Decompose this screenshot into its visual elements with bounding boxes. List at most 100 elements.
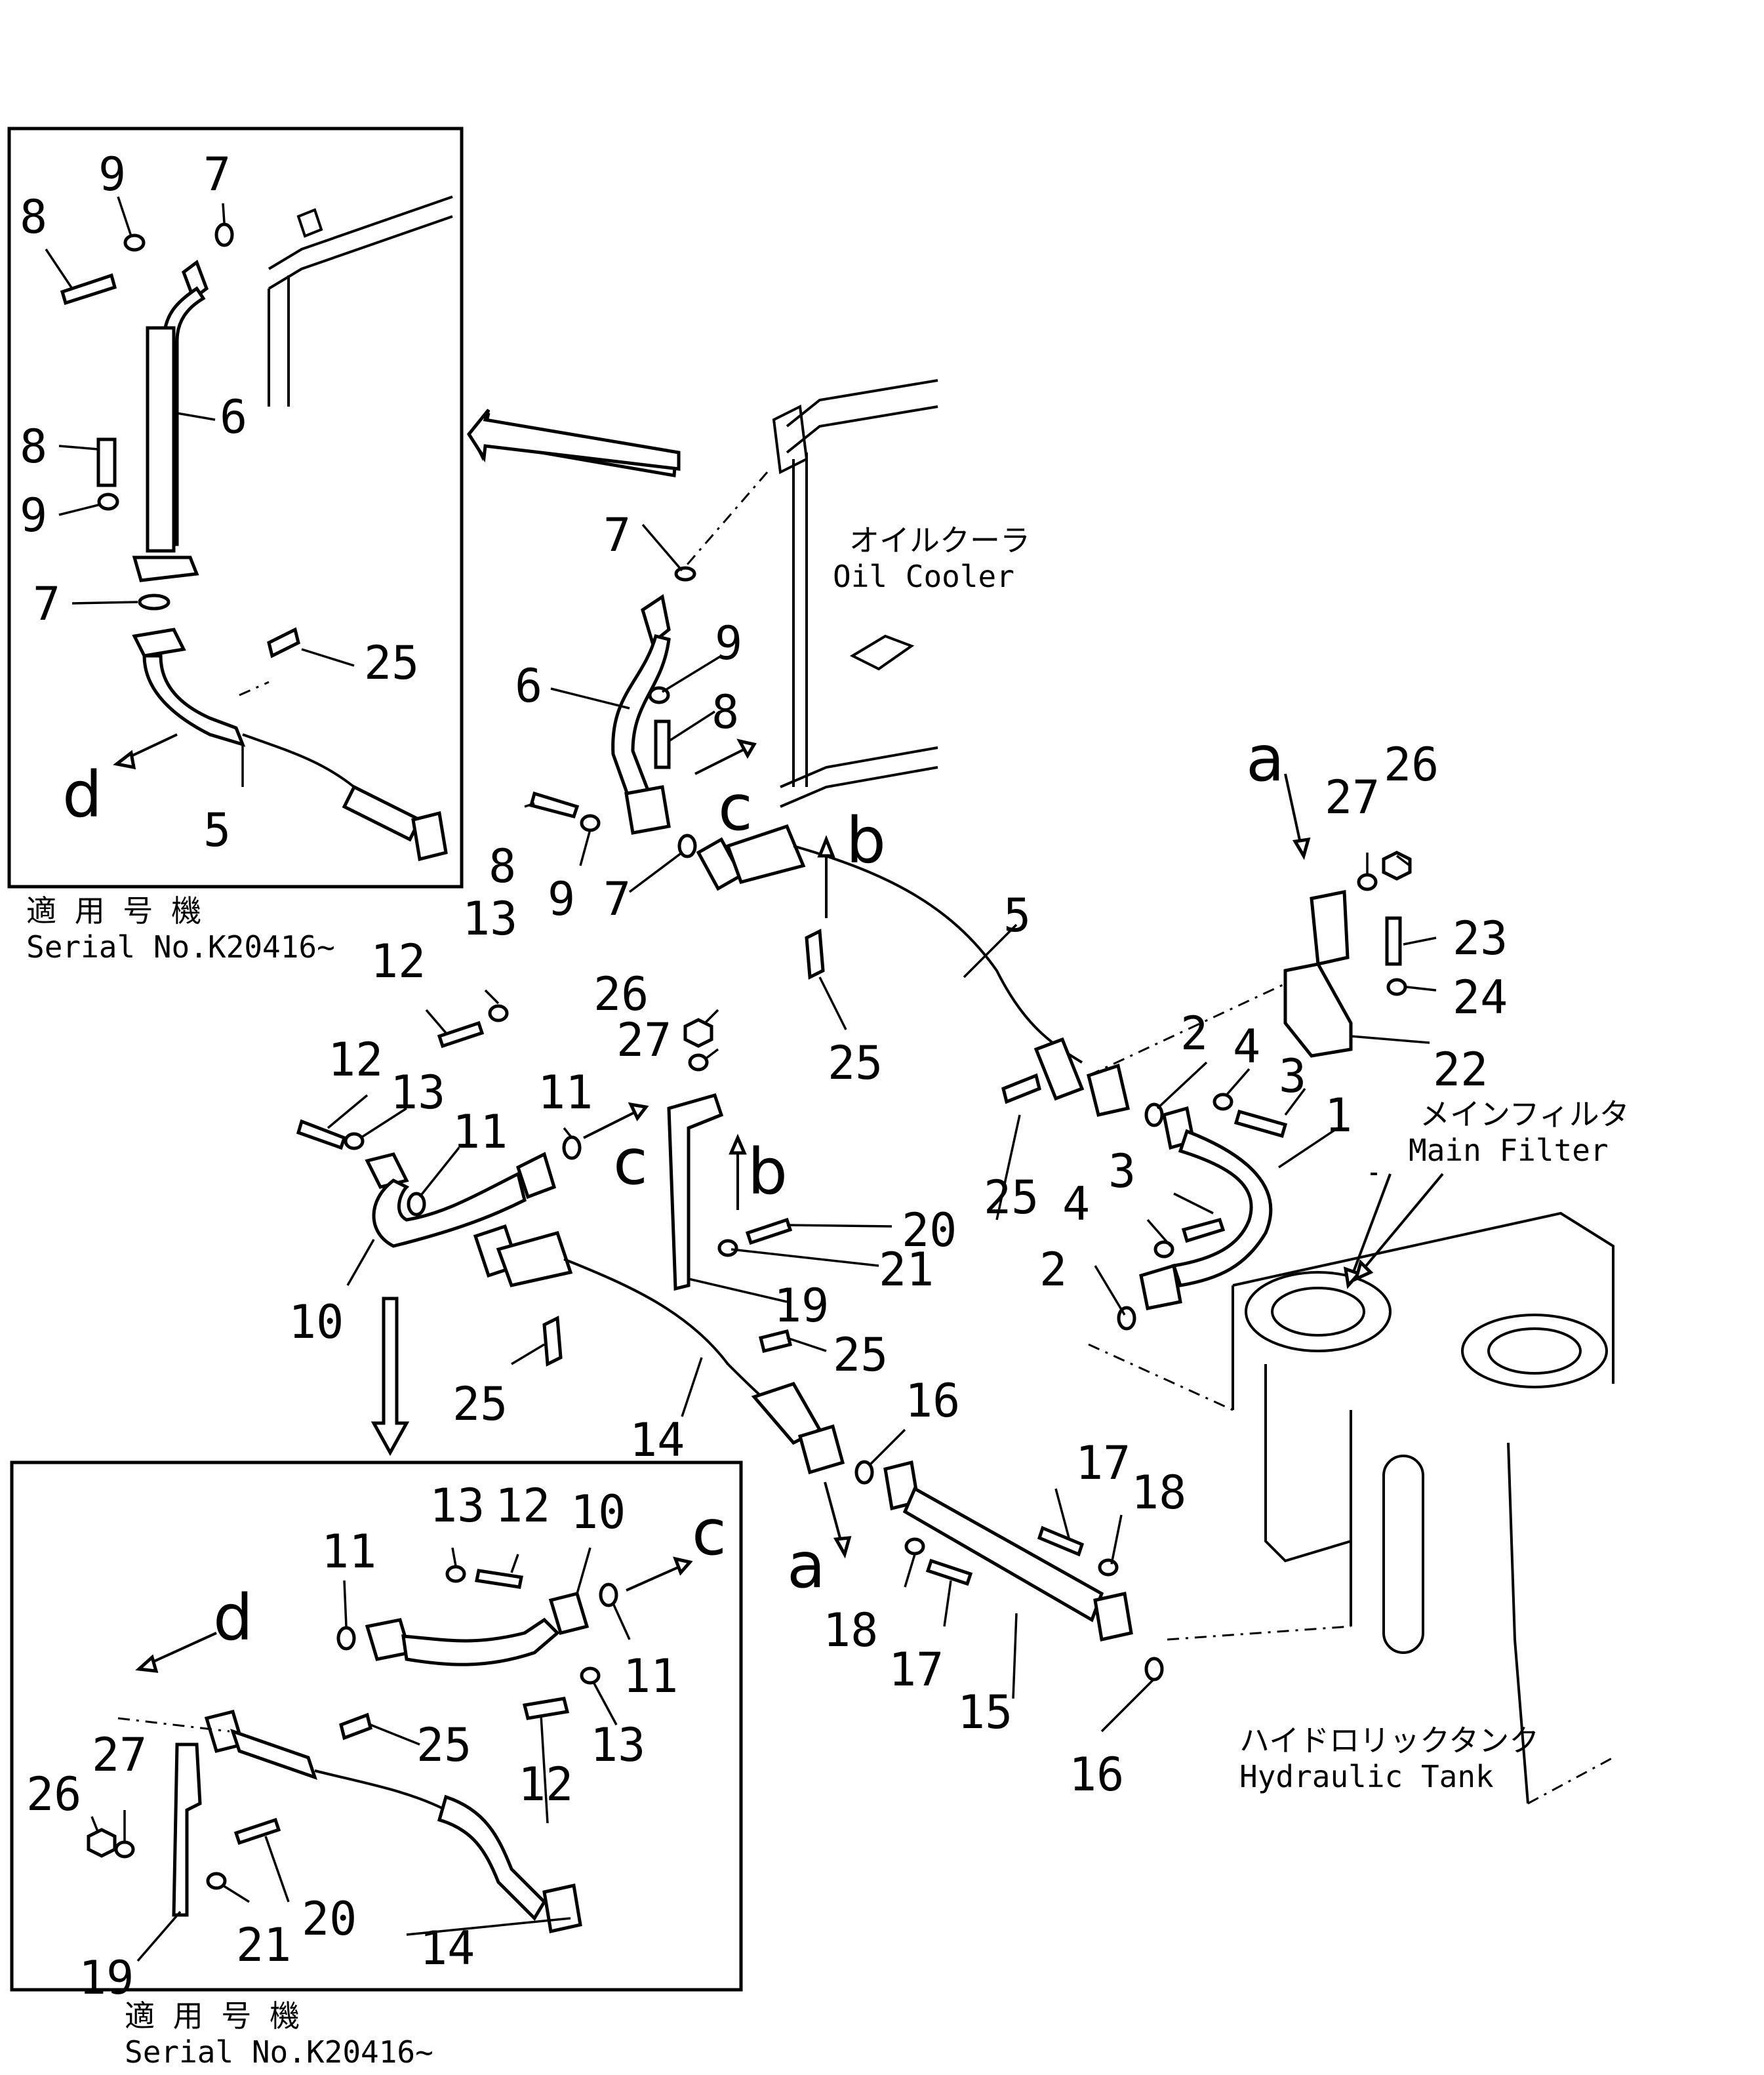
label-2: 2 bbox=[1180, 1007, 1208, 1060]
label-7: 7 bbox=[203, 148, 231, 201]
label-19: 19 bbox=[79, 1951, 134, 2005]
label-16: 16 bbox=[905, 1374, 960, 1428]
label-26: 26 bbox=[26, 1767, 81, 1821]
view-letter-d: d bbox=[62, 758, 102, 832]
view-letter-d: d bbox=[213, 1581, 253, 1655]
part-labels-inset-bottom: 13 12 10 c 11 d 11 25 13 12 26 27 20 21 … bbox=[26, 1479, 727, 2005]
bracket-19-main bbox=[667, 1093, 724, 1291]
label-12: 12 bbox=[328, 1033, 383, 1087]
label-25: 25 bbox=[364, 636, 419, 690]
view-letters-main: c b a c b a bbox=[613, 722, 1285, 1602]
label-13: 13 bbox=[590, 1718, 645, 1772]
pipe-15-main bbox=[883, 1460, 1133, 1642]
label-11: 11 bbox=[538, 1066, 593, 1119]
main-filter-label-jp: メインフィルタ bbox=[1420, 1097, 1630, 1132]
label-18: 18 bbox=[1131, 1466, 1186, 1520]
label-26: 26 bbox=[593, 967, 649, 1021]
label-11: 11 bbox=[452, 1105, 508, 1159]
label-3: 3 bbox=[1108, 1144, 1136, 1198]
label-8: 8 bbox=[20, 190, 47, 244]
inset-top-left-frame bbox=[7, 127, 464, 889]
label-13: 13 bbox=[462, 892, 517, 946]
label-9: 9 bbox=[98, 148, 126, 201]
label-27: 27 bbox=[616, 1013, 672, 1067]
serial-note-bottom: Serial No.K20416~ bbox=[125, 2034, 433, 2070]
label-7: 7 bbox=[33, 577, 60, 631]
label-4: 4 bbox=[1062, 1177, 1090, 1231]
inset-bottom-left-frame bbox=[10, 1461, 743, 1992]
label-9: 9 bbox=[548, 872, 575, 926]
label-20: 20 bbox=[902, 1203, 957, 1257]
label-11: 11 bbox=[321, 1525, 376, 1579]
inset-top-left-drawing bbox=[60, 195, 681, 862]
label-12: 12 bbox=[371, 935, 426, 988]
bracket-22-main bbox=[1088, 889, 1353, 1077]
label-9: 9 bbox=[20, 489, 47, 542]
label-25: 25 bbox=[828, 1036, 883, 1090]
serial-notes: 適 用 号 機 Serial No.K20416~ 適 用 号 機 Serial… bbox=[26, 893, 433, 2070]
serial-note-top-jp: 適 用 号 機 bbox=[26, 893, 201, 929]
label-13: 13 bbox=[390, 1066, 445, 1119]
hose-1-main bbox=[1139, 1106, 1273, 1310]
label-8: 8 bbox=[489, 839, 516, 893]
label-9: 9 bbox=[715, 616, 742, 670]
label-27: 27 bbox=[1325, 771, 1380, 824]
view-letter-c: c bbox=[613, 1125, 648, 1199]
label-21: 21 bbox=[879, 1243, 934, 1297]
label-16: 16 bbox=[1069, 1748, 1124, 1802]
view-letter-c: c bbox=[718, 771, 753, 845]
pipe-5-main bbox=[696, 824, 1131, 1117]
label-14: 14 bbox=[630, 1413, 685, 1467]
label-7: 7 bbox=[603, 508, 631, 562]
label-17: 17 bbox=[1075, 1436, 1131, 1490]
label-5: 5 bbox=[1003, 889, 1031, 942]
label-5: 5 bbox=[203, 803, 231, 857]
label-23: 23 bbox=[1453, 912, 1508, 965]
label-7: 7 bbox=[603, 872, 631, 926]
part-labels-main: 7 9 8 6 8 9 7 5 25 2 4 3 1 3 4 2 25 26 2… bbox=[289, 508, 1508, 1802]
label-22: 22 bbox=[1433, 1043, 1488, 1097]
label-4: 4 bbox=[1233, 1020, 1260, 1074]
label-21: 21 bbox=[236, 1918, 291, 1972]
view-letter-c: c bbox=[692, 1496, 727, 1569]
hardware-main bbox=[296, 566, 1412, 1682]
hose-6-main bbox=[611, 594, 671, 835]
label-13: 13 bbox=[430, 1479, 485, 1533]
part-labels-inset-top: 8 9 7 6 8 9 7 25 d 5 bbox=[20, 148, 419, 857]
view-letter-a: a bbox=[787, 1529, 826, 1602]
label-11: 11 bbox=[623, 1649, 678, 1703]
label-25: 25 bbox=[833, 1328, 888, 1382]
hydraulic-tank-label-jp: ハイドロリックタンク bbox=[1239, 1723, 1539, 1758]
label-25: 25 bbox=[984, 1171, 1039, 1224]
view-letter-b: b bbox=[748, 1135, 788, 1209]
label-2: 2 bbox=[1039, 1243, 1067, 1297]
serial-note-top: Serial No.K20416~ bbox=[26, 929, 335, 965]
oil-cooler-drawing bbox=[681, 379, 938, 808]
pipe-10-main bbox=[365, 1152, 557, 1248]
serial-note-bottom-jp: 適 用 号 機 bbox=[125, 1998, 300, 2034]
main-filter-label-en: Main Filter bbox=[1409, 1133, 1609, 1168]
callouts: オイルクーラ Oil Cooler メインフィルタ Main Filter ハイ… bbox=[833, 523, 1630, 1794]
label-20: 20 bbox=[302, 1892, 357, 1946]
oil-cooler-label-en: Oil Cooler bbox=[833, 559, 1014, 594]
hydraulic-tank-drawing bbox=[1088, 1211, 1614, 1805]
label-25: 25 bbox=[416, 1718, 471, 1772]
label-19: 19 bbox=[774, 1279, 829, 1333]
label-18: 18 bbox=[823, 1603, 878, 1657]
hydraulic-tank-label-en: Hydraulic Tank bbox=[1239, 1759, 1494, 1794]
label-12: 12 bbox=[518, 1758, 573, 1811]
label-17: 17 bbox=[889, 1643, 944, 1697]
label-3: 3 bbox=[1279, 1049, 1306, 1103]
label-27: 27 bbox=[92, 1728, 147, 1782]
leader-lines bbox=[45, 196, 1437, 1962]
inset-bottom-left-drawing bbox=[87, 1556, 693, 1934]
label-6: 6 bbox=[515, 659, 542, 713]
label-10: 10 bbox=[571, 1485, 626, 1539]
label-25: 25 bbox=[452, 1377, 508, 1431]
label-10: 10 bbox=[289, 1295, 344, 1349]
label-26: 26 bbox=[1384, 738, 1439, 792]
label-24: 24 bbox=[1453, 971, 1508, 1024]
label-1: 1 bbox=[1325, 1089, 1352, 1142]
label-14: 14 bbox=[420, 1922, 475, 1975]
